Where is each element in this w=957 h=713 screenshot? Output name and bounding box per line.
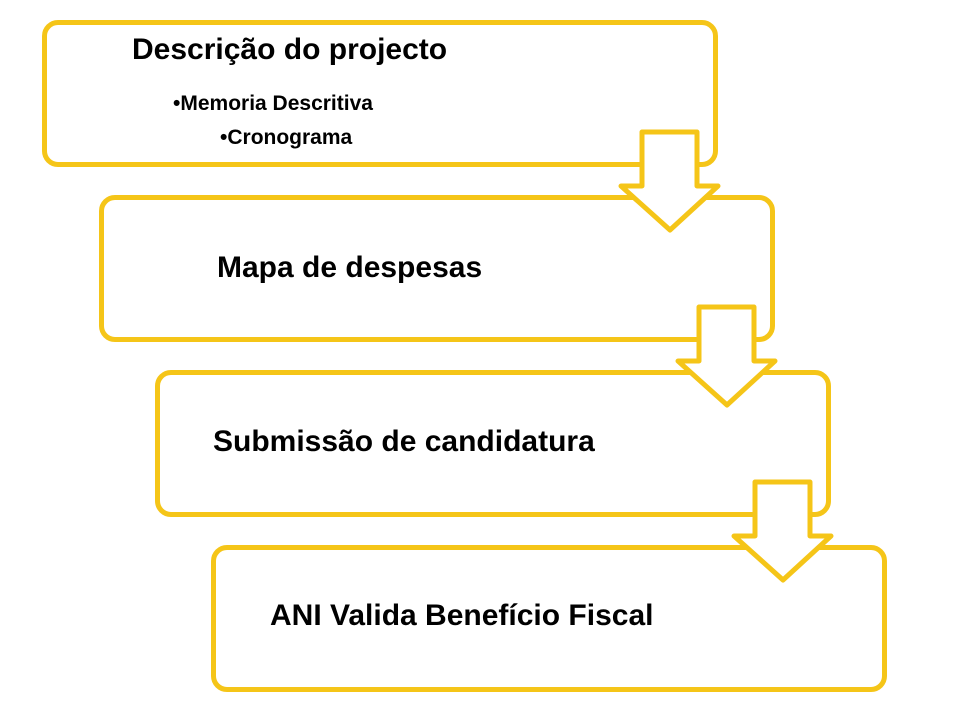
down-arrow-3 [731,479,834,583]
step-title-submissao: Submissão de candidatura [213,425,595,458]
down-arrow-2 [675,304,778,408]
bullet-memoria-descritiva: •Memoria Descritiva [173,92,373,115]
step-title-descricao: Descrição do projecto [132,33,448,66]
step-title-mapa: Mapa de despesas [217,251,483,284]
step-box-descricao [42,20,718,167]
down-arrow-1 [618,129,721,233]
bullet-cronograma: •Cronograma [220,126,353,149]
step-title-ani: ANI Valida Benefício Fiscal [270,599,654,632]
